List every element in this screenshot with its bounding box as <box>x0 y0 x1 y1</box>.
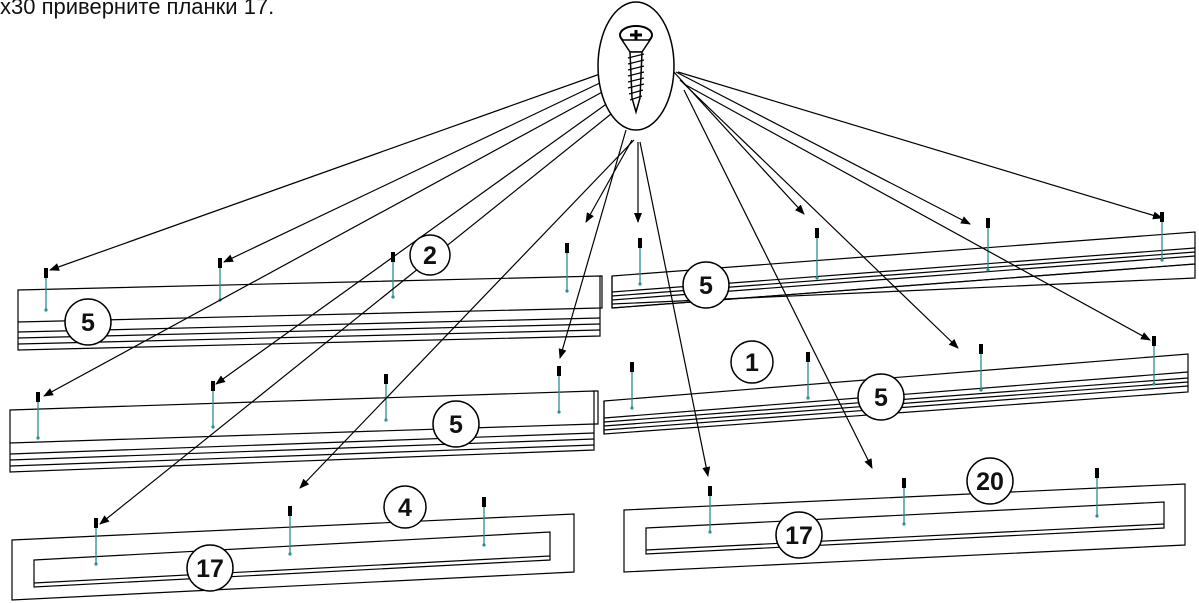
svg-text:5: 5 <box>449 411 463 439</box>
fastener-callout <box>597 1 675 131</box>
label-row1-assembly: 2 <box>409 234 451 276</box>
label-row3-right-assembly: 20 <box>966 457 1014 505</box>
label-row3-right-strip: 17 <box>775 511 823 559</box>
arrow-2 <box>223 81 603 263</box>
screw-22 <box>1095 468 1099 518</box>
screw-21 <box>902 478 906 526</box>
label-row1-left-part: 5 <box>64 298 112 346</box>
screw-20 <box>708 486 712 534</box>
screw-4 <box>565 243 569 293</box>
screw-18 <box>288 506 292 556</box>
arrow-5 <box>99 109 617 525</box>
screws <box>36 212 1164 566</box>
screw-15 <box>979 344 983 392</box>
arrow-16 <box>683 89 873 469</box>
screw-14 <box>806 352 810 400</box>
screw-1 <box>44 268 48 312</box>
arrow-3 <box>43 89 607 397</box>
arrow-1 <box>49 73 601 271</box>
screw-11 <box>384 374 388 422</box>
screw-19 <box>482 497 486 547</box>
svg-text:5: 5 <box>874 384 888 412</box>
svg-text:17: 17 <box>196 555 224 583</box>
screw-5 <box>638 238 642 286</box>
instruction-caption: x30 приверните планки 17. <box>0 0 275 19</box>
screw-7 <box>986 218 990 272</box>
svg-text:20: 20 <box>976 468 1004 496</box>
label-row2-right-part: 5 <box>857 373 905 421</box>
svg-text:4: 4 <box>398 494 412 522</box>
arrow-14 <box>679 79 959 349</box>
row2-left-board <box>9 390 599 473</box>
screw-3 <box>391 252 395 299</box>
arrow-9 <box>299 139 635 489</box>
label-row2-assembly: 1 <box>730 340 774 384</box>
screw-2 <box>218 258 222 302</box>
screw-13 <box>630 362 634 410</box>
label-row3-left-assembly: 4 <box>383 485 427 529</box>
arrow-12 <box>675 71 971 225</box>
screw-10 <box>211 381 215 429</box>
label-row1-right-part: 5 <box>682 261 730 309</box>
svg-text:2: 2 <box>423 242 437 270</box>
label-row2-left-part: 5 <box>432 400 480 448</box>
screw-16 <box>1152 336 1156 386</box>
arrow-13 <box>677 71 1163 220</box>
row3-left-board <box>11 513 575 601</box>
screw-9 <box>36 392 40 440</box>
svg-text:5: 5 <box>81 309 95 337</box>
svg-text:5: 5 <box>699 272 713 300</box>
svg-text:1: 1 <box>745 349 759 377</box>
arrows <box>43 69 1163 525</box>
arrow-6 <box>558 129 627 359</box>
screw-6 <box>815 228 819 280</box>
screw-12 <box>557 366 561 414</box>
arrow-7 <box>585 139 633 223</box>
screw-icon <box>619 25 653 115</box>
svg-text:17: 17 <box>785 522 813 550</box>
label-row3-left-strip: 17 <box>186 544 234 592</box>
arrow-10 <box>639 141 711 477</box>
row1-left-board <box>17 275 603 351</box>
screw-17 <box>94 518 98 566</box>
arrow-15 <box>683 83 1151 341</box>
